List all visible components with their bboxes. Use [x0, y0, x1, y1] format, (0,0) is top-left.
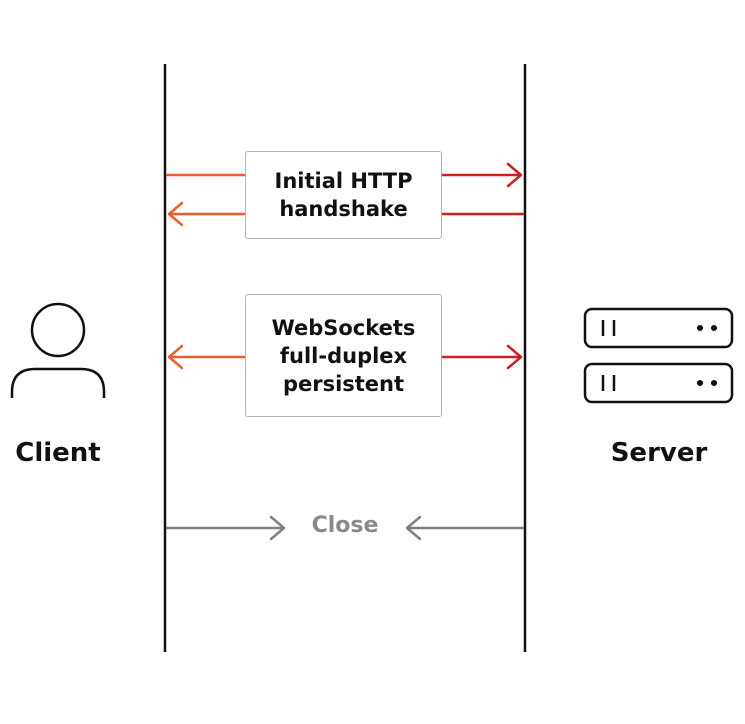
full-duplex-arrow: [167, 344, 523, 370]
server-icon: [583, 307, 734, 404]
handshake-line-2: handshake: [279, 197, 408, 221]
websockets-line-1: WebSockets: [271, 315, 416, 340]
close-server-arrow: [405, 515, 524, 541]
client-label: Client: [15, 438, 101, 468]
close-label: Close: [311, 513, 379, 538]
handshake-response-arrow: [167, 201, 524, 227]
handshake-request-arrow: [166, 162, 523, 188]
websockets-box: WebSockets full-duplex persistent: [245, 294, 442, 417]
close-client-arrow: [166, 515, 286, 541]
server-label: Server: [610, 438, 708, 468]
user-icon: [10, 302, 106, 398]
websockets-line-2: full-duplex: [279, 343, 408, 368]
handshake-box: Initial HTTP handshake: [245, 151, 442, 239]
websockets-line-3: persistent: [282, 371, 405, 396]
handshake-line-1: Initial HTTP: [274, 169, 413, 193]
